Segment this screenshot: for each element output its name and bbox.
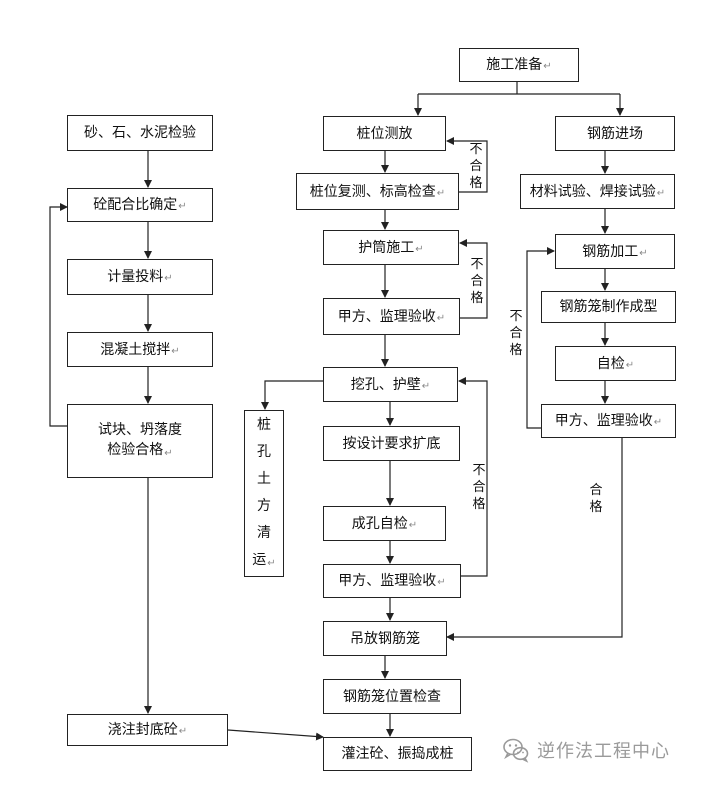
box-label: 灌注砼、振捣成桩 — [341, 746, 454, 762]
watermark: 逆作法工程中心 — [501, 734, 670, 766]
loop-recheck-fail — [446, 137, 488, 193]
box-pour-bottom-seal: 浇注封底砼↵ — [67, 714, 228, 746]
box-self-check: 自检↵ — [555, 346, 676, 381]
vertical-char: 运↵ — [252, 547, 275, 575]
paragraph-mark: ↵ — [436, 312, 446, 324]
box-metering-feeding: 计量投料↵ — [67, 259, 213, 295]
label-fail-accept1: 不合格 — [470, 257, 484, 306]
box-rebar-entry: 钢筋进场 — [555, 116, 675, 151]
paragraph-mark: ↵ — [164, 448, 173, 459]
box-rebar-cage-fabrication: 钢筋笼制作成型 — [541, 291, 676, 323]
vertical-char: 孔 — [257, 444, 271, 460]
box-owner-supervisor-accept-2: 甲方、监理验收↵ — [323, 564, 461, 598]
box-pour-vibrate-pile: 灌注砼、振捣成桩 — [323, 737, 472, 771]
box-label: 计量投料 — [107, 269, 164, 285]
box-excavate-wall-protect: 挖孔、护壁↵ — [323, 367, 458, 402]
loop-accept1-fail — [459, 239, 488, 319]
paragraph-mark: ↵ — [171, 345, 180, 357]
box-hole-self-check: 成孔自检↵ — [323, 506, 446, 541]
box-pile-hole-spoil-removal: 桩 孔 土 方 清 运↵ — [244, 410, 284, 577]
paragraph-mark: ↵ — [415, 243, 424, 255]
box-design-enlarge-bottom: 按设计要求扩底 — [323, 426, 460, 461]
paragraph-mark: ↵ — [625, 359, 635, 371]
box-test-block-slump: 试块、坍落度 检验合格↵ — [67, 404, 213, 478]
arrow-pour-to-concrete — [227, 729, 324, 741]
box-label: 甲方、监理验收 — [338, 573, 437, 589]
box-label: 钢筋加工 — [582, 243, 639, 260]
watermark-text: 逆作法工程中心 — [537, 741, 670, 762]
box-label: 桩位测放 — [356, 125, 413, 142]
box-label: 自检 — [596, 355, 625, 372]
box-material-test-welding: 材料试验、焊接试验↵ — [520, 174, 675, 209]
box-label: 钢筋笼位置检查 — [343, 688, 441, 705]
vertical-char: 桩 — [257, 417, 271, 433]
label-fail-accept2: 不合格 — [472, 463, 486, 512]
box-label: 浇注封底砼 — [107, 722, 178, 738]
box-label: 甲方、监理验收 — [337, 308, 436, 325]
box-casing-construction: 护筒施工↵ — [323, 230, 459, 265]
box-label: 砂、石、水泥检验 — [84, 125, 196, 141]
vertical-char-text: 运 — [252, 552, 267, 568]
box-owner-supervisor-accept-1: 甲方、监理验收↵ — [323, 298, 460, 335]
loop-accept3-fail — [526, 247, 555, 429]
box-label: 挖孔、护壁 — [350, 376, 421, 393]
paragraph-mark: ↵ — [178, 726, 188, 737]
box-label: 钢筋笼制作成型 — [559, 299, 658, 315]
box-label: 吊放钢筋笼 — [350, 630, 420, 647]
box-mix-ratio-determination: 砼配合比确定↵ — [67, 188, 213, 222]
arrow-accept3-pass-to-lift — [446, 438, 623, 641]
paragraph-mark: ↵ — [267, 558, 276, 569]
box-lift-rebar-cage: 吊放钢筋笼 — [323, 621, 447, 656]
label-pass-accept3: 合格 — [589, 483, 603, 515]
paragraph-mark: ↵ — [656, 187, 666, 199]
wechat-icon — [503, 738, 529, 763]
box-label-line1: 试块、坍落度 — [98, 422, 182, 438]
paragraph-mark: ↵ — [421, 380, 431, 392]
arrow-excavate-to-spoil — [261, 380, 323, 410]
paragraph-mark: ↵ — [437, 577, 446, 588]
box-label-line2: 检验合格↵ — [107, 440, 172, 462]
box-label: 混凝土搅拌 — [100, 341, 171, 358]
box-pile-position-survey: 桩位测放 — [323, 116, 446, 151]
box-label: 砼配合比确定 — [93, 197, 178, 213]
box-label: 材料试验、焊接试验 — [529, 183, 656, 200]
vertical-char: 方 — [257, 498, 271, 514]
vertical-char: 土 — [257, 471, 271, 487]
paragraph-mark: ↵ — [653, 417, 663, 428]
box-label: 桩位复测、标高检查 — [309, 183, 436, 200]
paragraph-mark: ↵ — [639, 247, 648, 259]
label-fail-recheck: 不合格 — [469, 142, 483, 191]
loop-accept2-fail — [458, 377, 488, 577]
box-label: 成孔自检 — [351, 515, 408, 532]
box-concrete-mixing: 混凝土搅拌↵ — [67, 332, 213, 367]
box-sand-stone-cement-test: 砂、石、水泥检验 — [67, 115, 213, 151]
paragraph-mark: ↵ — [178, 201, 187, 212]
loop-testblock-to-mix — [49, 203, 68, 427]
box-pile-recheck-elevation: 桩位复测、标高检查↵ — [296, 173, 459, 210]
box-label: 按设计要求扩底 — [342, 435, 441, 452]
paragraph-mark: ↵ — [408, 519, 418, 531]
box-label: 钢筋进场 — [587, 125, 643, 142]
vertical-char: 清 — [257, 525, 271, 541]
box-label: 施工准备 — [486, 57, 543, 73]
box-construction-prep: 施工准备↵ — [459, 48, 579, 82]
box-rebar-processing: 钢筋加工↵ — [555, 234, 675, 269]
box-label: 甲方、监理验收 — [554, 413, 653, 429]
paragraph-mark: ↵ — [436, 187, 446, 199]
paragraph-mark: ↵ — [164, 273, 173, 284]
box-label: 护筒施工 — [358, 239, 415, 256]
paragraph-mark: ↵ — [543, 61, 552, 72]
label-fail-accept3: 不合格 — [509, 309, 523, 358]
box-label-line2-text: 检验合格 — [107, 442, 164, 458]
box-owner-supervisor-accept-3: 甲方、监理验收↵ — [541, 404, 676, 438]
box-rebar-cage-position-check: 钢筋笼位置检查 — [323, 679, 461, 714]
